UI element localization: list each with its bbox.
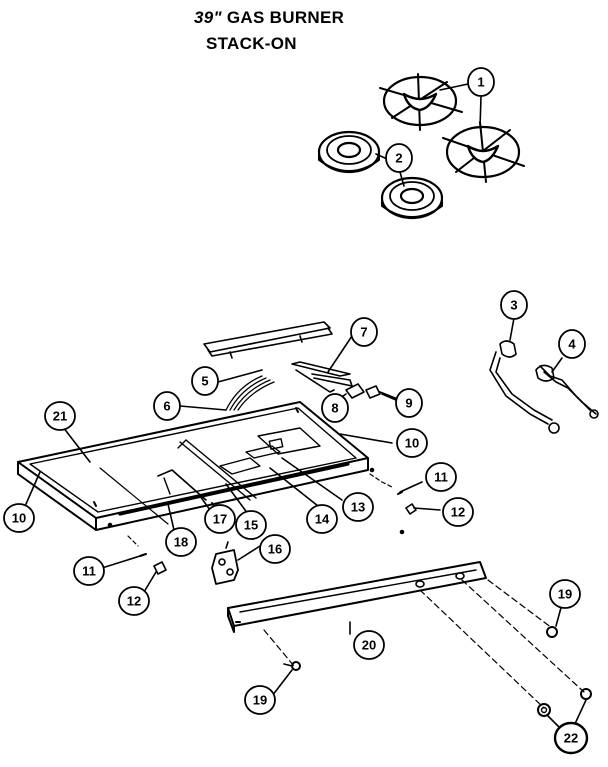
diagram-title: 39" GAS BURNER	[194, 8, 344, 28]
callout-13: 13	[351, 500, 365, 515]
callout-12: 12	[127, 594, 141, 609]
callout-6: 6	[163, 399, 170, 414]
control-valve	[211, 541, 239, 585]
burner-head-lower	[380, 176, 444, 220]
callout-11: 11	[82, 564, 96, 579]
assembly-leader-lines	[263, 579, 585, 709]
wire-harness	[225, 375, 275, 411]
callout-4: 4	[568, 337, 576, 352]
callout-8: 8	[331, 401, 338, 416]
callout-18: 18	[174, 535, 188, 550]
callout-10: 10	[12, 511, 26, 526]
callout-circles	[3, 67, 589, 755]
burner-tube-assembly	[489, 340, 599, 434]
callout-3: 3	[510, 298, 517, 313]
burner-box-base	[17, 401, 375, 531]
diagram-subtitle: STACK-ON	[206, 34, 297, 53]
callout-1: 1	[477, 75, 484, 90]
burner-grate-upper	[379, 73, 463, 131]
callout-19: 19	[253, 693, 267, 708]
callout-22: 22	[564, 731, 578, 746]
mounting-screws	[283, 626, 592, 717]
burner-grate-right	[442, 121, 525, 183]
callout-9: 9	[405, 396, 412, 411]
callout-20: 20	[362, 638, 376, 653]
callout-21: 21	[53, 409, 67, 424]
callout-17: 17	[213, 512, 227, 527]
callout-labels: 1 2 3 4 5 6 7 8 9 10 10 11 11 12 12 13 1…	[12, 75, 578, 746]
callout-5: 5	[201, 374, 208, 389]
callout-12: 12	[451, 505, 465, 520]
burner-head-left	[317, 130, 381, 174]
title-size: 39"	[194, 8, 222, 27]
callout-11: 11	[434, 470, 448, 485]
callout-2: 2	[395, 151, 402, 166]
orifice-bracket	[291, 361, 353, 393]
callout-10: 10	[405, 436, 419, 451]
callout-7: 7	[360, 325, 367, 340]
top-rail-bracket	[203, 321, 333, 359]
callout-16: 16	[268, 542, 282, 557]
box-hardware	[127, 473, 417, 575]
title-text: GAS BURNER	[226, 8, 345, 27]
callout-14: 14	[315, 512, 330, 527]
callout-19: 19	[558, 587, 572, 602]
callout-15: 15	[244, 518, 258, 533]
front-trim-rail	[227, 561, 487, 633]
